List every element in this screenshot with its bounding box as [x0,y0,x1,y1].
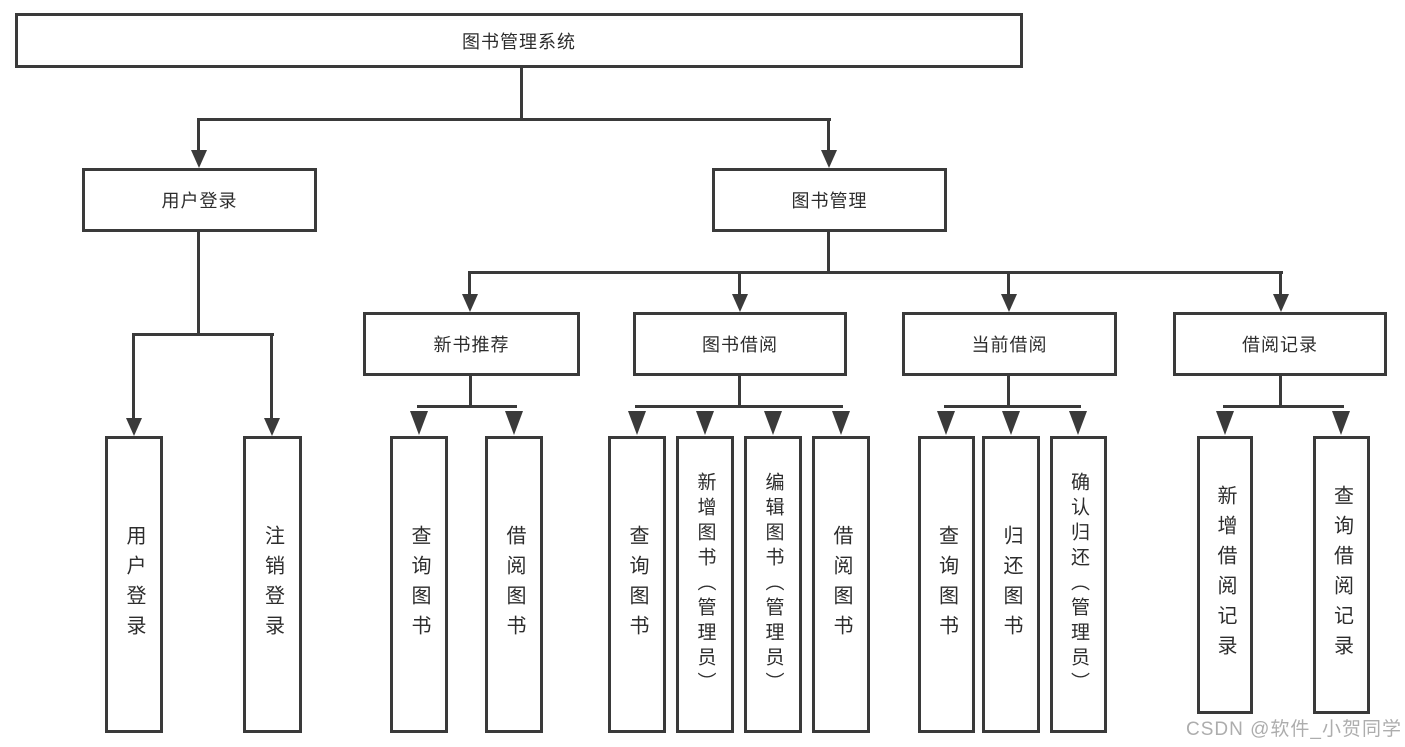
arrow-down-icon [191,150,207,168]
connector-line [944,405,1081,408]
node-label: 图书借阅 [702,335,778,355]
leaf-edit-books-admin: 编辑图书（管理员） [744,436,802,733]
leaf-user-login: 用户登录 [105,436,163,733]
node-book-borrow: 图书借阅 [633,312,847,376]
node-label: 图书管理系统 [462,31,576,52]
arrow-down-icon [1216,411,1234,435]
connector-line [1007,376,1010,408]
connector-line [270,333,273,419]
arrow-down-icon [832,411,850,435]
node-current-borrow: 当前借阅 [902,312,1117,376]
node-label: 归还图书 [1000,524,1022,645]
node-borrow-records: 借阅记录 [1173,312,1387,376]
connector-line [132,333,135,419]
connector-line [468,271,1283,274]
connector-line [1223,405,1344,408]
node-label: 借阅记录 [1242,335,1318,355]
arrow-down-icon [505,411,523,435]
node-label: 图书管理 [791,191,868,211]
connector-line [197,118,200,152]
node-label: 借阅图书 [830,524,852,645]
node-new-book-recommend: 新书推荐 [363,312,580,376]
arrow-down-icon [126,418,142,436]
node-label: 查询图书 [626,524,648,645]
connector-line [1279,271,1282,296]
leaf-query-books: 查询图书 [390,436,448,733]
node-label: 新书推荐 [433,335,510,355]
node-label: 借阅图书 [503,524,525,645]
arrow-down-icon [462,294,478,312]
leaf-query-books: 查询图书 [918,436,975,733]
node-label: 编辑图书（管理员） [762,472,784,697]
arrow-down-icon [1273,294,1289,312]
node-label: 确认归还（管理员） [1068,472,1089,697]
node-root: 图书管理系统 [15,13,1023,68]
connector-line [197,232,200,336]
leaf-add-books-admin: 新增图书（管理员） [676,436,734,733]
connector-line [132,333,274,336]
connector-line [827,232,830,274]
arrow-down-icon [1001,294,1017,312]
node-label: 注销登录 [261,524,284,645]
arrow-down-icon [1002,411,1020,435]
arrow-down-icon [628,411,646,435]
connector-line [520,66,523,120]
arrow-down-icon [264,418,280,436]
node-label: 查询借阅记录 [1330,485,1353,665]
arrow-down-icon [1332,411,1350,435]
node-book-management: 图书管理 [712,168,947,232]
leaf-query-books: 查询图书 [608,436,666,733]
leaf-borrow-books: 借阅图书 [812,436,870,733]
connector-line [197,118,831,121]
leaf-add-borrow-record: 新增借阅记录 [1197,436,1253,714]
leaf-return-books: 归还图书 [982,436,1040,733]
arrow-down-icon [821,150,837,168]
connector-line [738,271,741,296]
connector-line [738,376,741,408]
connector-line [417,405,517,408]
connector-line [468,271,471,296]
watermark: CSDN @软件_小贺同学 [1186,719,1402,740]
arrow-down-icon [410,411,428,435]
leaf-logout: 注销登录 [243,436,302,733]
node-label: 新增借阅记录 [1214,485,1236,665]
leaf-query-borrow-record: 查询借阅记录 [1313,436,1370,714]
arrow-down-icon [696,411,714,435]
node-label: 用户登录 [161,191,238,211]
arrow-down-icon [732,294,748,312]
arrow-down-icon [937,411,955,435]
connector-line [1279,376,1282,408]
node-label: 查询图书 [935,524,958,645]
node-label: 查询图书 [408,524,430,645]
node-label: 当前借阅 [971,335,1048,355]
node-user-login: 用户登录 [82,168,317,232]
node-label: 用户登录 [123,524,145,645]
leaf-confirm-return-admin: 确认归还（管理员） [1050,436,1107,733]
connector-line [635,405,843,408]
node-label: 新增图书（管理员） [694,472,716,697]
arrow-down-icon [1069,411,1087,435]
leaf-borrow-books: 借阅图书 [485,436,543,733]
connector-line [469,376,472,408]
connector-line [1007,271,1010,296]
connector-line [827,118,830,152]
arrow-down-icon [764,411,782,435]
